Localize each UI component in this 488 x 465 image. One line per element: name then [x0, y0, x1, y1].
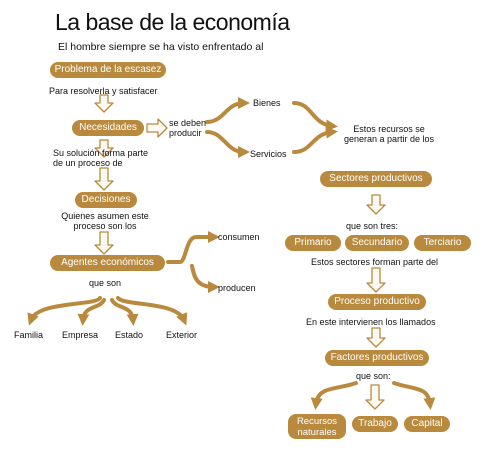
arrow-to-familia — [27, 296, 102, 326]
label-que-son-2: que son: — [356, 371, 391, 381]
node-sectores: Sectores productivos — [320, 171, 432, 187]
arrow-to-empresa — [77, 298, 106, 326]
arrow-down-escasez — [94, 94, 114, 113]
node-capital: Capital — [404, 416, 450, 432]
agent-empresa: Empresa — [62, 330, 99, 340]
arrow-to-recursos — [310, 381, 358, 410]
page-title: La base de la economía — [55, 9, 290, 35]
arrow-to-estado — [110, 298, 139, 326]
arrow-servicios-to-recursos — [292, 126, 338, 154]
arrow-bienes-to-recursos — [292, 101, 338, 132]
label-que-son: que son — [89, 278, 122, 288]
label-para-resolverla: Para resolverla y satisfacer — [49, 86, 158, 96]
label-en-este: En este intervienen los llamados — [306, 317, 436, 327]
agent-estado: Estado — [115, 330, 144, 340]
node-primario: Primario — [285, 235, 341, 251]
agent-familia: Familia — [14, 330, 44, 340]
arrow-down-estos-sectores — [366, 267, 386, 293]
arrow-to-servicios — [205, 130, 250, 158]
label-estos-sectores: Estos sectores forman parte del — [311, 257, 439, 267]
arrow-down-necesidades — [94, 139, 114, 158]
arrow-to-consumen — [166, 231, 220, 264]
node-proceso: Proceso productivo — [328, 294, 426, 310]
node-necesidades: Necesidades — [72, 120, 144, 136]
node-escasez: Problema de la escasez — [50, 62, 166, 78]
label-servicios: Servicios — [250, 149, 287, 159]
arrow-down-sectores — [366, 194, 386, 215]
arrow-down-trabajo — [365, 384, 385, 410]
label-consumen: consumen — [218, 232, 260, 242]
label-producen: producen — [218, 283, 256, 293]
arrow-to-capital — [392, 381, 436, 410]
arrow-right-necesidades — [146, 118, 168, 138]
agent-exterior: Exterior — [166, 330, 198, 340]
arrow-to-bienes — [205, 97, 250, 124]
label-su-solucion: Su solución forma parte de un proceso de — [53, 148, 149, 168]
arrow-to-exterior — [116, 296, 188, 326]
subtitle: El hombre siempre se ha visto enfrentado… — [58, 41, 264, 53]
node-recursos: Recursos naturales — [288, 414, 346, 439]
arrow-down-en-este — [366, 327, 386, 348]
arrow-down-quienes — [94, 231, 114, 255]
label-quienes: Quienes asumen este proceso son los — [61, 211, 149, 231]
node-factores: Factores productivos — [325, 350, 429, 366]
arrow-to-producen — [190, 264, 220, 293]
label-bienes: Bienes — [253, 98, 281, 108]
label-que-son-tres: que son tres: — [346, 221, 399, 231]
node-terciario: Terciario — [414, 235, 471, 251]
arrow-down-decisiones — [94, 167, 114, 191]
node-agentes: Agentes económicos — [50, 255, 165, 271]
node-secundario: Secundario — [345, 235, 409, 251]
label-se-deben: se deben producir — [169, 118, 207, 138]
node-trabajo: Trabajo — [352, 416, 398, 432]
label-estos-recursos: Estos recursos se generan a partir de lo… — [343, 124, 435, 144]
node-decisiones: Decisiones — [75, 192, 137, 208]
